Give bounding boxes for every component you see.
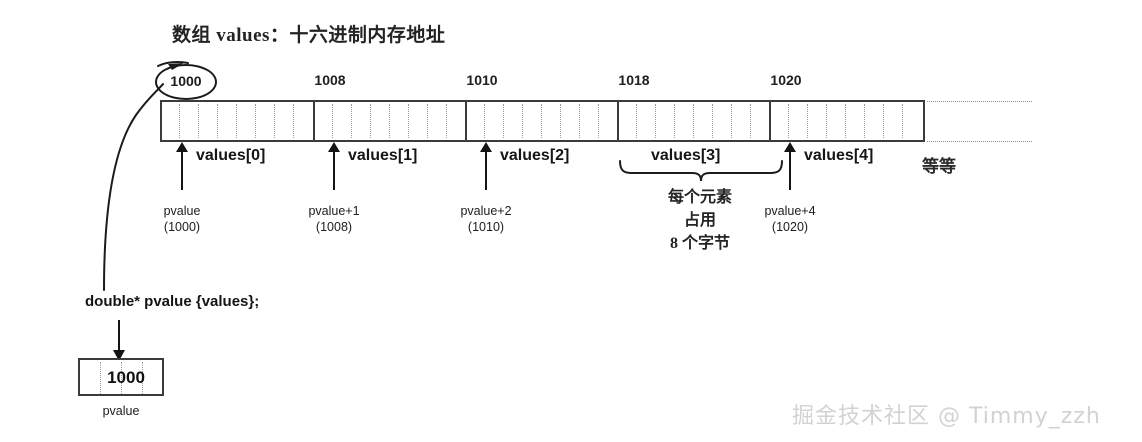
byte-divider-3-5 xyxy=(712,104,713,138)
element-size-note-line-1: 每个元素 xyxy=(667,189,732,206)
byte-divider-4-1 xyxy=(788,104,789,138)
pbox-byte-divider-2 xyxy=(121,362,122,394)
memory-row xyxy=(160,100,925,142)
element-size-note: 每个元素 占用 8 个字节 xyxy=(620,186,780,255)
byte-divider-2-6 xyxy=(579,104,580,138)
declaration-text: double* pvalue {values}; xyxy=(85,293,260,310)
byte-divider-4-2 xyxy=(807,104,808,138)
cell-divider-2 xyxy=(465,100,467,142)
continuation-label: 等等 xyxy=(922,157,956,176)
byte-divider-2-4 xyxy=(541,104,542,138)
byte-divider-0-7 xyxy=(293,104,294,138)
element-size-note-line-3: 8 个字节 xyxy=(669,235,730,252)
byte-divider-1-1 xyxy=(332,104,333,138)
element-size-note-line-2: 占用 xyxy=(683,212,716,229)
byte-divider-1-3 xyxy=(370,104,371,138)
cell-divider-1 xyxy=(313,100,315,142)
pointer-arrow-1 xyxy=(328,142,340,190)
byte-divider-3-6 xyxy=(731,104,732,138)
byte-divider-3-3 xyxy=(674,104,675,138)
element-label-values4: values[4] xyxy=(804,147,874,164)
byte-divider-0-1 xyxy=(179,104,180,138)
byte-divider-0-6 xyxy=(274,104,275,138)
pbox-byte-divider-3 xyxy=(142,362,143,394)
element-label-values1: values[1] xyxy=(348,147,418,164)
address-label-1020: 1020 xyxy=(770,72,802,88)
byte-divider-0-5 xyxy=(255,104,256,138)
address-label-1018: 1018 xyxy=(618,72,650,88)
byte-divider-1-6 xyxy=(427,104,428,138)
byte-divider-1-2 xyxy=(351,104,352,138)
watermark: 掘金技术社区 @ Timmy_zzh xyxy=(792,404,1101,429)
address-label-1008: 1008 xyxy=(314,72,346,88)
byte-divider-4-4 xyxy=(845,104,846,138)
pvalue-caption-0: pvalue (1000) xyxy=(137,203,227,235)
pbox-byte-divider-1 xyxy=(100,362,101,394)
address-label-1010: 1010 xyxy=(466,72,498,88)
byte-divider-3-4 xyxy=(693,104,694,138)
element-size-brace xyxy=(618,160,784,182)
byte-divider-2-1 xyxy=(484,104,485,138)
byte-divider-4-6 xyxy=(883,104,884,138)
pointer-arrow-2 xyxy=(480,142,492,190)
pointer-box-label: pvalue xyxy=(102,404,140,418)
byte-divider-4-5 xyxy=(864,104,865,138)
pointer-value-box: 1000 xyxy=(78,358,164,396)
byte-divider-0-4 xyxy=(236,104,237,138)
declaration-to-box-arrow xyxy=(112,320,126,362)
element-label-values0: values[0] xyxy=(196,147,266,164)
byte-divider-0-2 xyxy=(198,104,199,138)
pvalue-caption-1-name: pvalue+1 xyxy=(308,204,360,218)
element-label-values3: values[3] xyxy=(651,147,721,164)
byte-divider-1-7 xyxy=(446,104,447,138)
pvalue-caption-0-name: pvalue xyxy=(163,204,201,218)
pvalue-caption-2-address: (1010) xyxy=(467,220,505,234)
pvalue-caption-4-address: (1020) xyxy=(771,220,809,234)
continuation-line-top xyxy=(927,101,1032,102)
byte-divider-3-7 xyxy=(750,104,751,138)
pvalue-caption-2: pvalue+2 (1010) xyxy=(441,203,531,235)
byte-divider-2-2 xyxy=(503,104,504,138)
byte-divider-2-5 xyxy=(560,104,561,138)
pvalue-caption-2-name: pvalue+2 xyxy=(460,204,512,218)
circled-address-1000: 1000 xyxy=(155,64,217,100)
cell-divider-4 xyxy=(769,100,771,142)
byte-divider-2-7 xyxy=(598,104,599,138)
pointer-value-text: 1000 xyxy=(107,368,145,387)
diagram-title: 数组 values：十六进制内存地址 xyxy=(172,25,446,46)
cell-divider-3 xyxy=(617,100,619,142)
pvalue-caption-4: pvalue+4 (1020) xyxy=(745,203,835,235)
circled-address-text: 1000 xyxy=(170,73,202,89)
element-label-values2: values[2] xyxy=(500,147,570,164)
pvalue-caption-0-address: (1000) xyxy=(163,220,201,234)
byte-divider-3-1 xyxy=(636,104,637,138)
pvalue-caption-1-address: (1008) xyxy=(315,220,353,234)
byte-divider-0-3 xyxy=(217,104,218,138)
pvalue-caption-4-name: pvalue+4 xyxy=(764,204,816,218)
byte-divider-4-7 xyxy=(902,104,903,138)
byte-divider-1-4 xyxy=(389,104,390,138)
continuation-line-bottom xyxy=(927,141,1032,142)
byte-divider-1-5 xyxy=(408,104,409,138)
byte-divider-4-3 xyxy=(826,104,827,138)
pointer-arrow-4 xyxy=(784,142,796,190)
byte-divider-2-3 xyxy=(522,104,523,138)
byte-divider-3-2 xyxy=(655,104,656,138)
pvalue-caption-1: pvalue+1 (1008) xyxy=(289,203,379,235)
pointer-arrow-0 xyxy=(176,142,188,190)
